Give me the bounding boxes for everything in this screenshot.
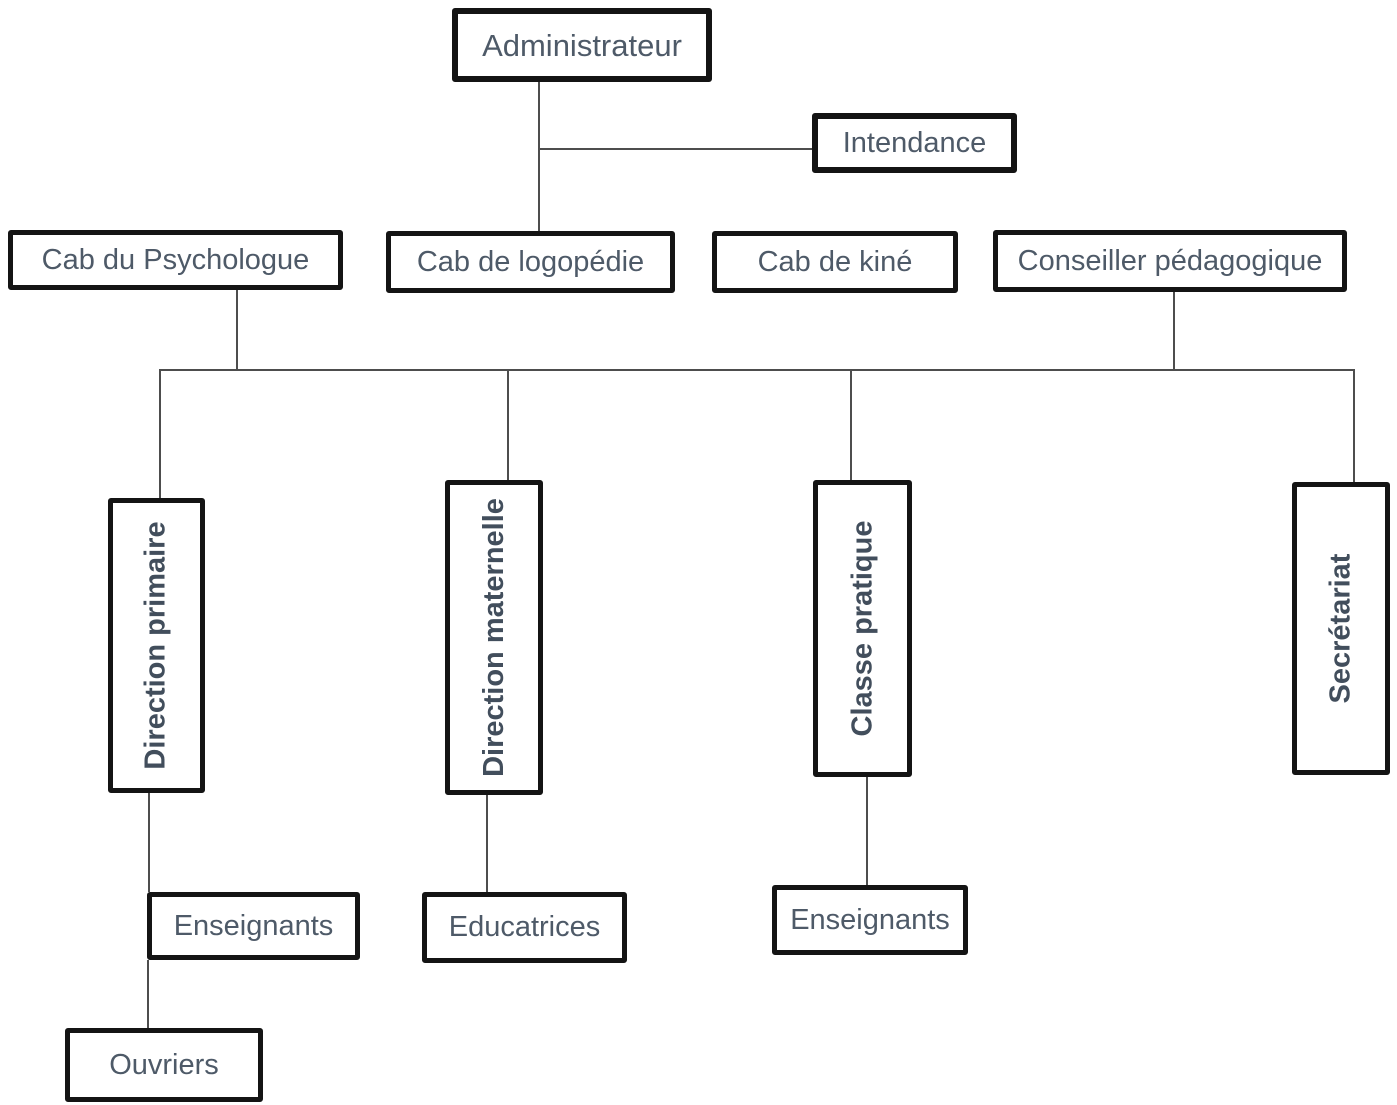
node-enseignants-primaire: Enseignants bbox=[147, 892, 360, 960]
node-enseignants-pratique-label: Enseignants bbox=[790, 903, 950, 936]
connector-bus bbox=[160, 369, 1355, 371]
node-cab-kine: Cab de kiné bbox=[712, 231, 958, 293]
connector-primaire-enseignants bbox=[148, 793, 150, 892]
node-classe-pratique-label: Classe pratique bbox=[846, 520, 879, 737]
node-cab-psychologue: Cab du Psychologue bbox=[8, 230, 343, 290]
node-enseignants-pratique: Enseignants bbox=[772, 885, 968, 955]
node-direction-maternelle-label: Direction maternelle bbox=[477, 498, 510, 777]
connector-bus-classe-pratique bbox=[850, 369, 852, 480]
connector-psychologue-bus bbox=[236, 290, 238, 371]
node-cab-logopedie: Cab de logopédie bbox=[386, 231, 675, 293]
node-classe-pratique: Classe pratique bbox=[813, 480, 912, 777]
node-secretariat: Secrétariat bbox=[1292, 482, 1390, 775]
connector-bus-direction-maternelle bbox=[507, 369, 509, 480]
node-cab-kine-label: Cab de kiné bbox=[757, 245, 913, 278]
connector-enseignants-ouvriers bbox=[147, 960, 149, 1028]
node-secretariat-label: Secrétariat bbox=[1324, 553, 1357, 704]
node-intendance-label: Intendance bbox=[842, 126, 987, 159]
connector-bus-direction-primaire bbox=[159, 369, 161, 498]
node-cab-logopedie-label: Cab de logopédie bbox=[416, 245, 645, 278]
node-administrateur-label: Administrateur bbox=[482, 27, 682, 63]
connector-conseiller-bus bbox=[1173, 292, 1175, 371]
node-direction-primaire: Direction primaire bbox=[108, 498, 205, 793]
node-enseignants-primaire-label: Enseignants bbox=[173, 909, 334, 942]
node-educatrices: Educatrices bbox=[422, 892, 627, 963]
node-intendance: Intendance bbox=[812, 113, 1017, 173]
connector-administrateur-intendance bbox=[539, 148, 812, 150]
node-cab-psychologue-label: Cab du Psychologue bbox=[41, 243, 310, 276]
node-conseiller-pedagogique: Conseiller pédagogique bbox=[993, 230, 1347, 292]
node-educatrices-label: Educatrices bbox=[448, 911, 601, 943]
connector-maternelle-educatrices bbox=[486, 795, 488, 892]
node-direction-primaire-label: Direction primaire bbox=[140, 521, 172, 770]
connector-pratique-enseignants bbox=[866, 777, 868, 885]
connector-administrateur-down bbox=[538, 82, 540, 231]
node-direction-maternelle: Direction maternelle bbox=[445, 480, 543, 795]
node-ouvriers-label: Ouvriers bbox=[109, 1048, 219, 1081]
node-conseiller-pedagogique-label: Conseiller pédagogique bbox=[1017, 244, 1323, 277]
node-ouvriers: Ouvriers bbox=[65, 1028, 263, 1102]
node-administrateur: Administrateur bbox=[452, 8, 712, 82]
connector-bus-secretariat bbox=[1353, 369, 1355, 482]
